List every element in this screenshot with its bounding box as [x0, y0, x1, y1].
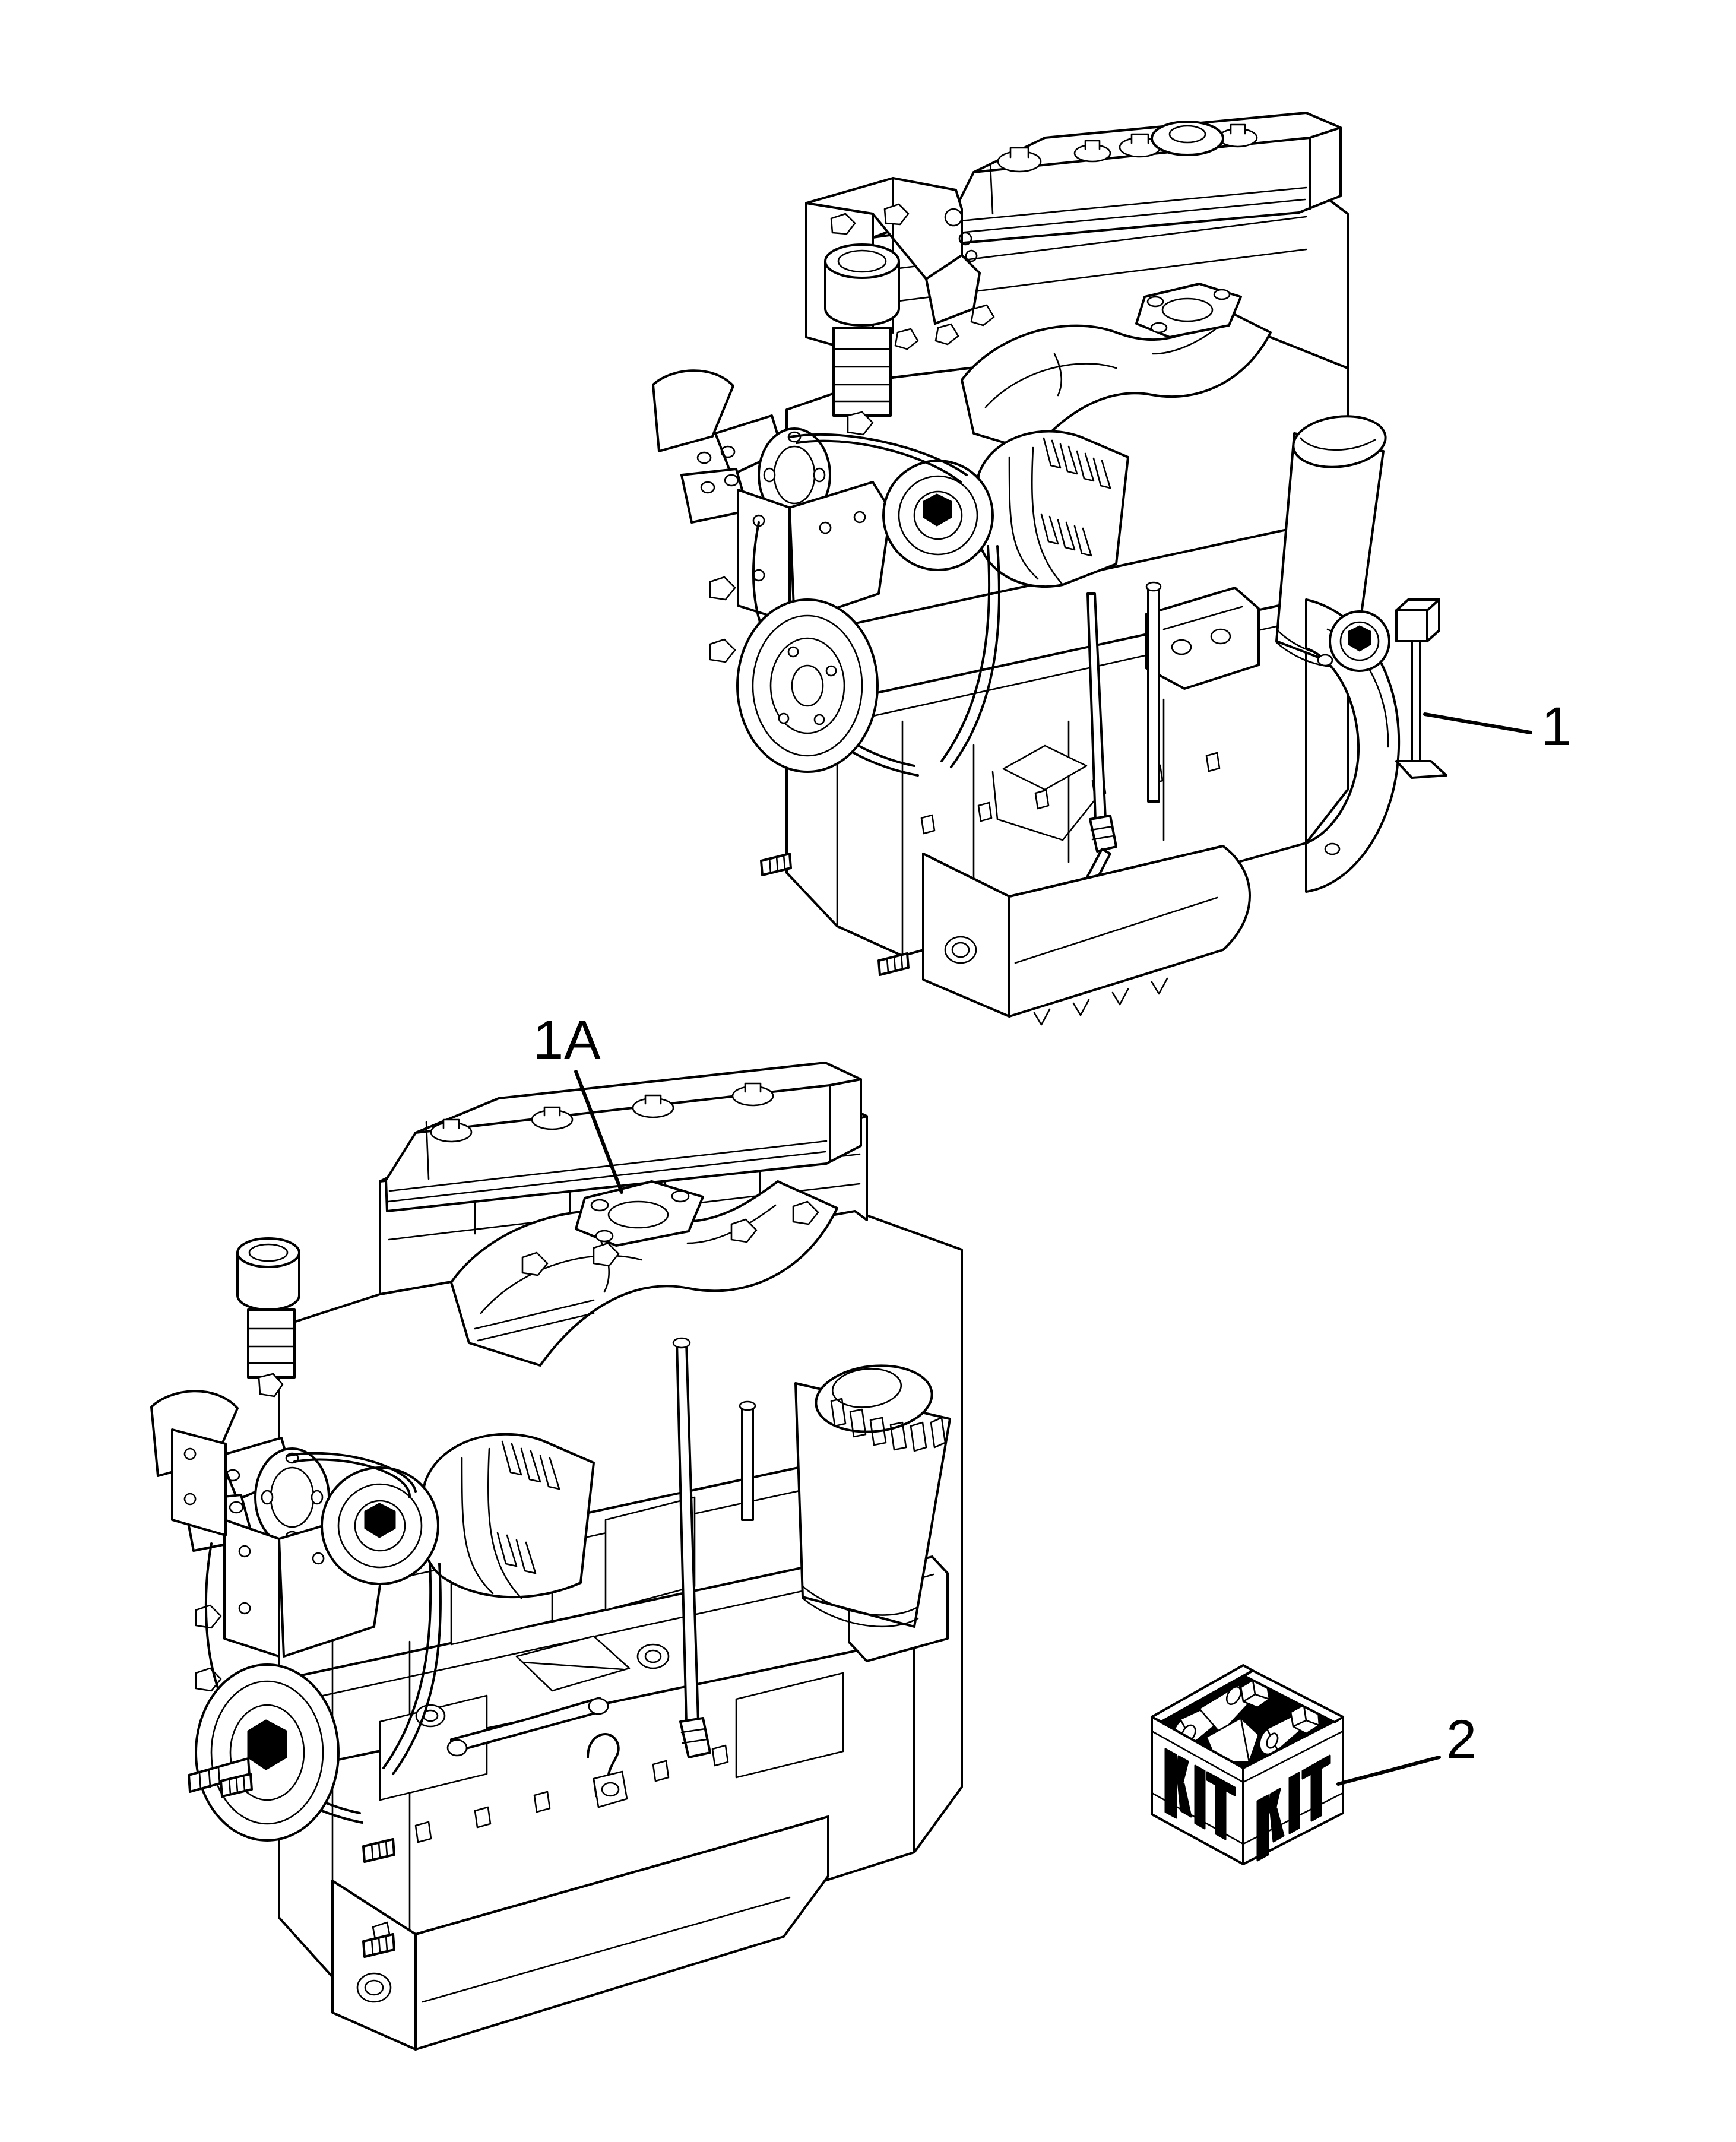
callout-1-label: 1	[1541, 696, 1573, 757]
engine-long-block	[150, 1062, 963, 2051]
callout-1-leader	[1423, 712, 1532, 734]
fan-mount-bracket	[709, 481, 892, 663]
block-studs	[220, 1773, 395, 1958]
valve-cover	[955, 112, 1342, 245]
rear-mount-boss	[1329, 598, 1447, 779]
callout-1a-leader	[574, 1070, 623, 1194]
valve-cover	[385, 1062, 862, 1212]
thermostat-housing	[824, 243, 900, 436]
intake-flange	[575, 1180, 704, 1247]
block-studs	[760, 853, 910, 976]
alternator	[882, 430, 1129, 588]
valve-cover-bolts	[430, 1082, 774, 1143]
valve-cover-bolts	[997, 123, 1258, 173]
intake-flange	[1135, 283, 1242, 338]
thermostat-housing	[236, 1237, 300, 1398]
crank-pulley	[188, 1663, 340, 1842]
service-kit-box	[1151, 1664, 1344, 1865]
injection-pump	[1145, 587, 1260, 690]
oil-pan	[922, 845, 1251, 1026]
exhaust-manifold	[961, 308, 1272, 452]
oil-pan	[331, 1815, 829, 2051]
lifting-eye	[587, 1733, 628, 1808]
oil-level-tube	[1145, 581, 1162, 803]
crank-pulley	[736, 598, 879, 773]
cooling-fan	[652, 369, 784, 524]
engine-assembly-complete	[652, 112, 1447, 1026]
oil-filter-grip	[830, 1398, 946, 1452]
kit-label-left	[1164, 1748, 1236, 1840]
callout-2-leader	[1336, 1756, 1441, 1786]
kit-box-contents	[1172, 1679, 1320, 1763]
v-belt	[752, 433, 1001, 777]
linkage-arm	[446, 1697, 609, 1757]
oil-level-tube	[739, 1400, 756, 1521]
oil-filler-cap	[1151, 121, 1224, 156]
alternator-fins	[496, 1440, 560, 1574]
callout-1a-label: 1A	[533, 1010, 601, 1070]
dipstick	[672, 1337, 711, 1758]
kit-label-front	[1256, 1754, 1331, 1862]
manifold-studs	[521, 1200, 819, 1276]
callout-2-label: 2	[1446, 1709, 1478, 1770]
alternator	[321, 1433, 595, 1599]
oil-filter	[794, 1364, 951, 1628]
alternator-fins	[1040, 437, 1111, 557]
